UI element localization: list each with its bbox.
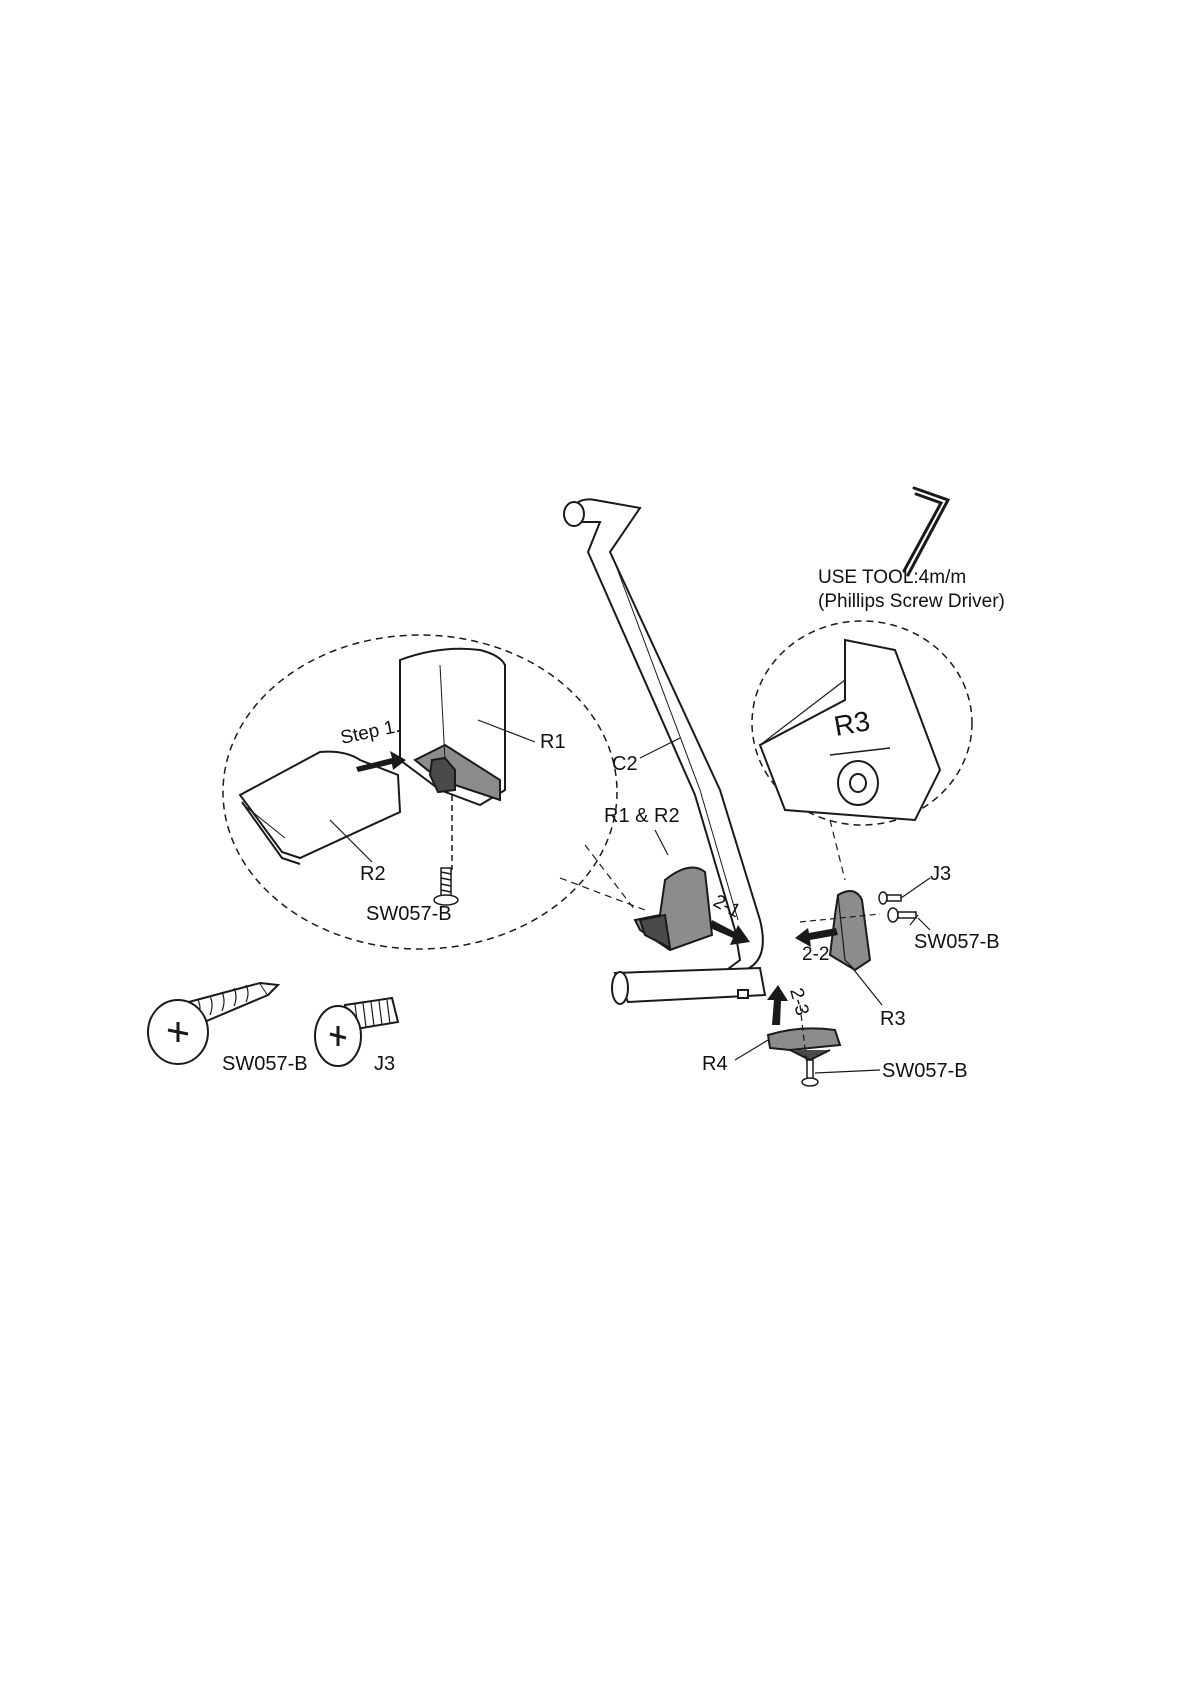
step2-3-label: 2-3 xyxy=(785,986,812,1018)
c2-base-tube xyxy=(612,968,765,1004)
sw057b-screw-right-icon xyxy=(888,908,916,922)
r1-part-zoom xyxy=(400,649,505,805)
step1-label: Step 1. xyxy=(339,716,402,749)
label-c2: C2 xyxy=(612,753,638,775)
r2-part-zoom xyxy=(240,752,400,864)
step2-3-arrow xyxy=(767,985,788,1025)
tool-instruction-line1: USE TOOL:4m/m xyxy=(818,567,966,588)
r3-emboss-text: R3 xyxy=(832,705,873,742)
r4-part xyxy=(768,1028,840,1060)
screw-icon xyxy=(434,868,458,905)
legend-label-sw057b: SW057-B xyxy=(222,1053,308,1075)
label-sw057b-bottom: SW057-B xyxy=(882,1060,968,1082)
label-r3: R3 xyxy=(880,1008,906,1030)
label-j3: J3 xyxy=(930,863,951,885)
j3-screw-icon xyxy=(879,892,901,904)
step2-2-label: 2-2 xyxy=(802,944,829,965)
label-sw057b-zoom: SW057-B xyxy=(366,903,452,925)
label-r2: R2 xyxy=(360,863,386,885)
tool-instruction-line2: (Phillips Screw Driver) xyxy=(818,591,1005,612)
allen-key-icon xyxy=(904,488,948,575)
sw057b-screw-icon xyxy=(148,983,278,1064)
label-r4: R4 xyxy=(702,1053,728,1075)
r1-r2-part xyxy=(635,868,712,951)
label-r1: R1 xyxy=(540,731,566,753)
legend-label-j3: J3 xyxy=(374,1053,395,1075)
label-r1-r2: R1 & R2 xyxy=(604,805,680,827)
label-sw057b-right: SW057-B xyxy=(914,931,1000,953)
